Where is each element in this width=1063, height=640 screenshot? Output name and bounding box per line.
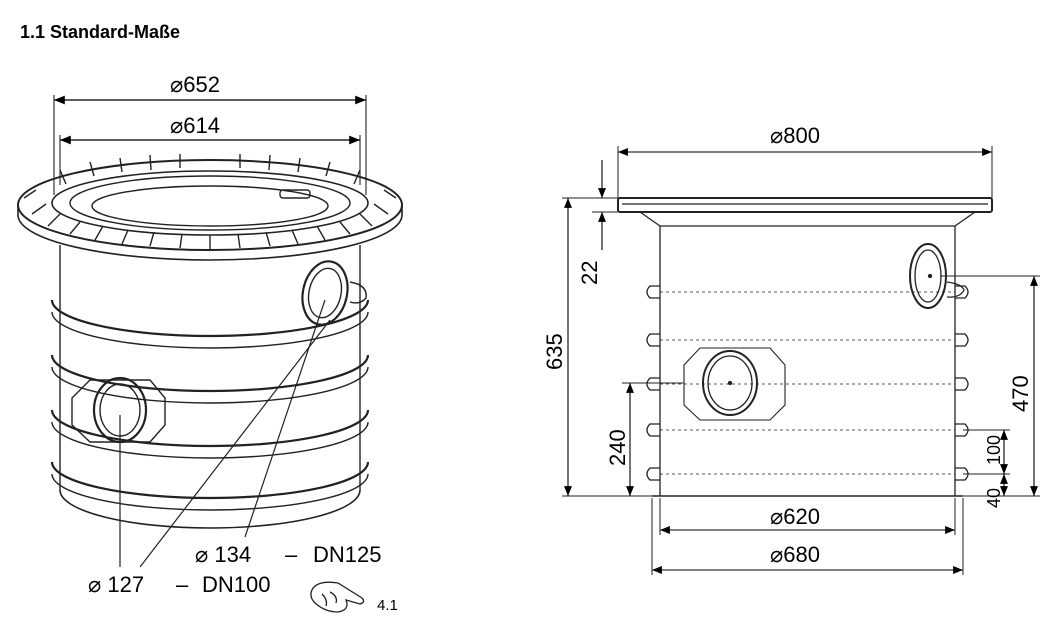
shaft-perspective-view [17,95,403,613]
label-dn100: DN100 [202,572,270,597]
pointing-hand-icon [310,581,365,613]
shaft-elevation-view [562,146,1040,575]
page-title: 1.1 Standard-Maße [20,22,181,42]
reference-4-1: 4.1 [377,597,398,614]
dim-dia-652: ⌀652 [170,72,220,97]
dash-dn125: – [285,542,298,567]
dim-635: 635 [542,333,567,370]
label-dia-127: ⌀ 127 [88,572,144,597]
label-dia-134: ⌀ 134 [195,542,251,567]
dash-dn100: – [176,572,189,597]
dim-dia-800: ⌀800 [770,123,820,148]
dim-22: 22 [577,261,602,285]
label-dn125: DN125 [313,542,381,567]
dim-240: 240 [605,429,630,466]
dim-dia-680: ⌀680 [770,542,820,567]
dim-dia-614: ⌀614 [170,113,220,138]
dim-dia-620: ⌀620 [770,504,820,529]
dim-100: 100 [984,435,1004,465]
dim-470: 470 [1008,375,1033,412]
dim-40: 40 [984,488,1004,508]
